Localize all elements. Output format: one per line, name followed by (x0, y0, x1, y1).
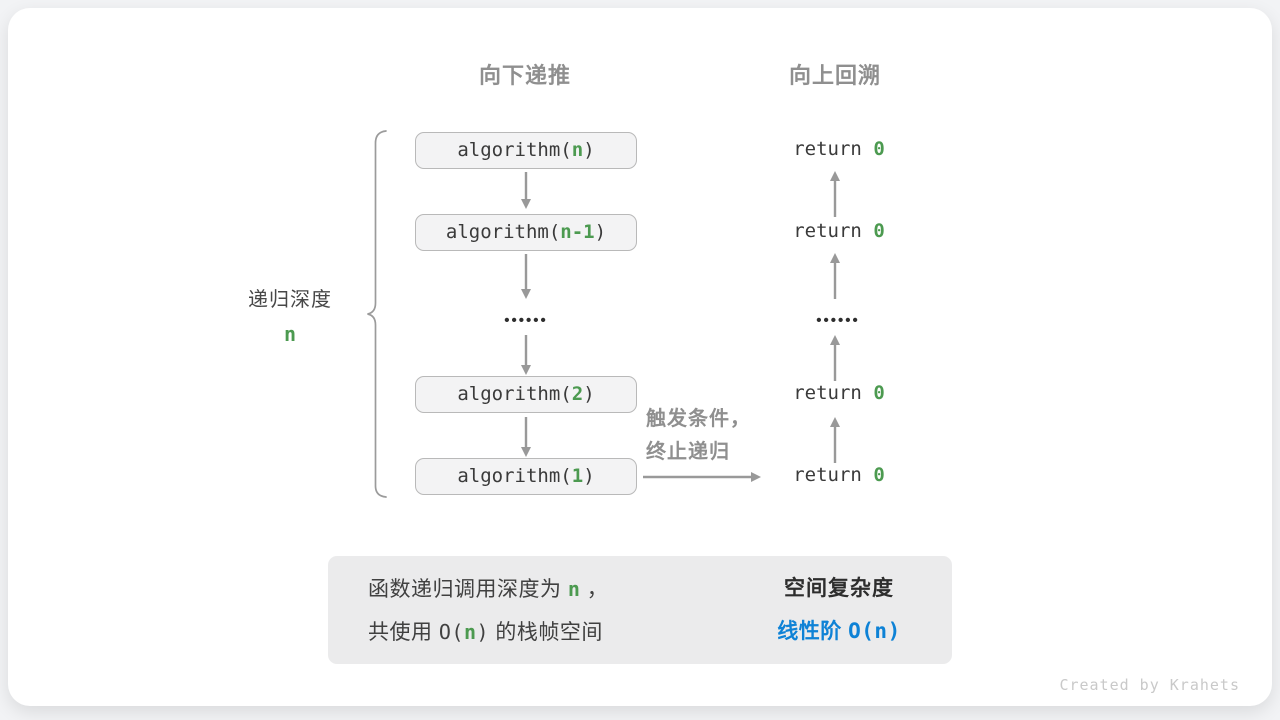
credit-text: Created by Krahets (1059, 676, 1240, 694)
base-case-note-line2: 终止递归 (646, 441, 730, 463)
return-value: 0 (873, 220, 885, 242)
code-text: ) (583, 139, 595, 161)
return-keyword: return (793, 464, 874, 486)
stack-frame-algorithm-n: algorithm(n) (415, 132, 637, 169)
base-case-note-line1: 触发条件， (646, 408, 751, 430)
depth-label-text: 递归深度 (248, 289, 332, 311)
return-statement-2: return 0 (758, 220, 920, 246)
stack-frame-algorithm-n-1: algorithm(n-1) (415, 214, 637, 251)
big-o-notation: ) (887, 619, 901, 643)
stack-ellipsis: •••••• (504, 312, 548, 329)
return-value: 0 (873, 464, 885, 486)
return-statement-4: return 0 (758, 464, 920, 490)
code-arg: 2 (571, 383, 584, 405)
returns-ellipsis: •••••• (816, 312, 860, 329)
big-o-notation: O( (438, 620, 464, 644)
code-arg: n (571, 139, 584, 161)
summary-line-1: 函数递归调用深度为 n ， (368, 568, 608, 611)
code-text: ) (594, 221, 607, 243)
code-text: algorithm( (457, 139, 572, 161)
big-o-n: n (874, 619, 888, 643)
summary-line-2: 共使用 O(n) 的栈帧空间 (368, 611, 608, 654)
summary-text: 函数递归调用深度为 (368, 578, 568, 601)
code-text: algorithm( (445, 221, 561, 243)
return-keyword: return (793, 382, 874, 404)
summary-text: 共使用 (368, 621, 439, 644)
return-value: 0 (873, 382, 885, 404)
code-text: algorithm( (457, 465, 572, 487)
space-complexity-title: 空间复杂度 (784, 577, 894, 600)
big-o-notation: ) (476, 620, 490, 644)
summary-text: 的栈帧空间 (489, 621, 603, 644)
return-statement-3: return 0 (758, 382, 920, 408)
big-o-notation: O( (848, 619, 875, 643)
depth-label-value: n (283, 322, 297, 346)
base-case-note: 触发条件， 终止递归 (646, 403, 766, 469)
stack-frame-algorithm-1: algorithm(1) (415, 458, 637, 495)
code-arg: 1 (571, 465, 584, 487)
code-text: ) (583, 465, 595, 487)
code-text: algorithm( (457, 383, 572, 405)
space-complexity-value: 线性阶 O(n) (756, 610, 922, 653)
summary-panel (328, 556, 952, 664)
recursion-depth-label: 递归深度 n (230, 283, 350, 346)
summary-n: n (463, 620, 477, 644)
return-statement-1: return 0 (758, 138, 920, 164)
column-header-backtrack: 向上回溯 (788, 63, 881, 88)
return-value: 0 (873, 138, 885, 160)
column-header-recurse: 向下递推 (478, 63, 571, 88)
summary-text: ， (580, 578, 609, 601)
complexity-order: 线性阶 (777, 620, 849, 643)
summary-result: 空间复杂度 线性阶 O(n) (756, 568, 922, 653)
return-keyword: return (793, 220, 874, 242)
return-keyword: return (793, 138, 874, 160)
code-text: ) (583, 383, 595, 405)
stack-frame-algorithm-2: algorithm(2) (415, 376, 637, 413)
code-arg: n-1 (560, 221, 595, 243)
summary-description: 函数递归调用深度为 n ， 共使用 O(n) 的栈帧空间 (368, 568, 608, 654)
summary-n: n (567, 577, 581, 601)
